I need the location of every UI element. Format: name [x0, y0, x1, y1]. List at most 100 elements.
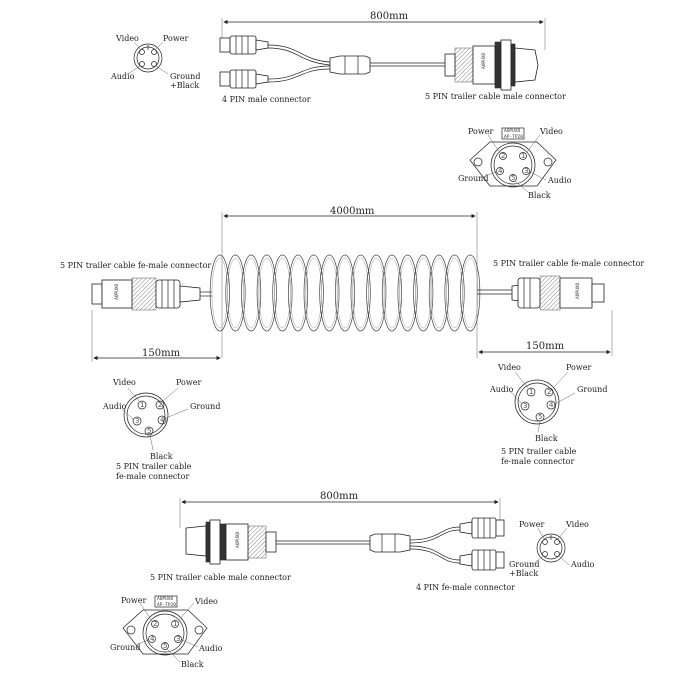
top5-plate-2: AP-TP20 [504, 134, 523, 140]
top5-ground: Ground [458, 174, 488, 183]
svg-text:1: 1 [140, 401, 144, 409]
midL-black: Black [150, 452, 173, 461]
svg-text:4: 4 [150, 635, 155, 643]
midL-ground: Ground [190, 402, 220, 411]
coil-loop [256, 254, 277, 332]
right-tail-text: 150mm [526, 341, 565, 352]
bottom-right-label: 4 PIN fe-male connector [416, 583, 515, 592]
bot4-ground: Ground [509, 560, 539, 569]
coil-loop-inner [462, 257, 479, 329]
coil-loop-inner [399, 257, 416, 329]
bot5-ground: Ground [110, 643, 140, 652]
coil-loop [350, 254, 371, 332]
top-splitter [329, 55, 371, 75]
svg-text:3: 3 [524, 167, 528, 175]
midL-power: Power [176, 378, 201, 387]
coil-loop-inner [258, 257, 275, 329]
svg-text:2: 2 [158, 401, 162, 409]
midR-ground: Ground [577, 385, 607, 394]
svg-text:5: 5 [538, 413, 542, 421]
svg-text:4: 4 [160, 416, 165, 424]
svg-text:2: 2 [501, 152, 505, 160]
mid-left-pinout: 1 2 3 4 5 Video Power Audio Ground Black… [102, 378, 220, 481]
bottom-5pin-male-connector: AOPUXO [185, 519, 277, 565]
coil-loop-inner [430, 257, 447, 329]
midR-black: Black [535, 434, 558, 443]
top5-black: Black [528, 191, 551, 200]
coil-loop [444, 254, 465, 332]
top-left-label: 4 PIN male connector [222, 95, 311, 104]
top4-power: Power [163, 34, 188, 43]
top4-audio: Audio [110, 72, 135, 81]
top-assembly: 800mm [219, 11, 566, 104]
top5-plate-1: AOPUXO [504, 128, 521, 134]
left-tail-text: 150mm [142, 348, 181, 359]
coil-length-text: 4000mm [330, 206, 375, 217]
coil-loop [366, 254, 387, 332]
midL-caption-2: fe-male connector [116, 472, 189, 481]
top-5pin-flange-pinout: AOPUXO AP-TP20 2 1 4 3 5 Power Video Gro… [458, 127, 572, 200]
top4-video: Video [115, 34, 139, 43]
coil-loop [209, 254, 230, 332]
coil-loop-inner [211, 257, 228, 329]
bottom-5pin-flange-pinout: AOPUXO AP-TP20 2 1 4 3 5 Power Video Gro… [110, 595, 223, 669]
svg-text:AOPUXO: AOPUXO [481, 52, 487, 69]
midR-caption-2: fe-male connector [501, 457, 574, 466]
top5-video: Video [539, 127, 563, 136]
svg-text:2: 2 [547, 388, 551, 396]
bot5-plate-1: AOPUXO [157, 596, 174, 602]
coil-loop [272, 254, 293, 332]
midR-caption-1: 5 PIN trailer cable [501, 447, 577, 456]
top4-ground: Ground [170, 72, 200, 81]
svg-text:4: 4 [498, 167, 503, 175]
coil-loop [241, 254, 262, 332]
coil-left-connector: AOPUXO [91, 277, 201, 311]
top5-audio: Audio [547, 176, 572, 185]
coil-loop-inner [415, 257, 432, 329]
midR-power: Power [566, 363, 591, 372]
coil-right-connector: AOPUXO [511, 275, 605, 311]
coil-loop [319, 254, 340, 332]
coil-loop [303, 254, 324, 332]
svg-text:3: 3 [523, 402, 527, 410]
svg-text:5: 5 [147, 427, 151, 435]
coil-loop [225, 254, 246, 332]
svg-text:AOPUXO: AOPUXO [235, 531, 241, 548]
top-4pin-plug-upper [219, 35, 269, 55]
midL-audio: Audio [102, 402, 127, 411]
bottom-assembly: 800mm AOPUXO [150, 491, 515, 592]
top4-black: +Black [170, 81, 199, 90]
top5-power: Power [468, 127, 493, 136]
top-4pin-plug-lower [219, 69, 269, 89]
midL-video: Video [112, 378, 136, 387]
coil-loop [460, 254, 481, 332]
svg-text:1: 1 [521, 152, 525, 160]
mid-right-pinout: 1 2 3 4 5 Video Power Audio Ground Black… [489, 363, 607, 466]
bot4-power: Power [519, 520, 544, 529]
bottom-length-text: 800mm [320, 491, 359, 502]
bottom-splitter [369, 533, 411, 553]
coil-loop-inner [383, 257, 400, 329]
bot4-black: +Black [509, 569, 538, 578]
bottom-left-label: 5 PIN trailer cable male connector [150, 573, 291, 582]
coil-spring [209, 254, 481, 332]
coil-loop-inner [274, 257, 291, 329]
coil-loop-inner [227, 257, 244, 329]
svg-text:1: 1 [529, 388, 533, 396]
bot5-power: Power [121, 596, 146, 605]
coil-loop-inner [321, 257, 338, 329]
bottom-4pin-pinout: Power Video Ground +Black Audio [509, 520, 595, 578]
svg-text:5: 5 [163, 642, 167, 650]
bot5-black: Black [181, 660, 204, 669]
coil-loop-inner [336, 257, 354, 329]
coil-assembly: 4000mm 5 PIN trailer cable fe-male conne… [60, 206, 644, 362]
coil-loop-inner [290, 257, 307, 329]
coil-loop [428, 254, 449, 332]
svg-text:4: 4 [549, 401, 554, 409]
midL-caption-1: 5 PIN trailer cable [116, 462, 192, 471]
coil-loop-inner [243, 257, 260, 329]
svg-text:AOPUXO: AOPUXO [575, 282, 581, 299]
coil-loop [334, 254, 356, 332]
coil-loop [288, 254, 309, 332]
bot4-audio: Audio [570, 560, 595, 569]
